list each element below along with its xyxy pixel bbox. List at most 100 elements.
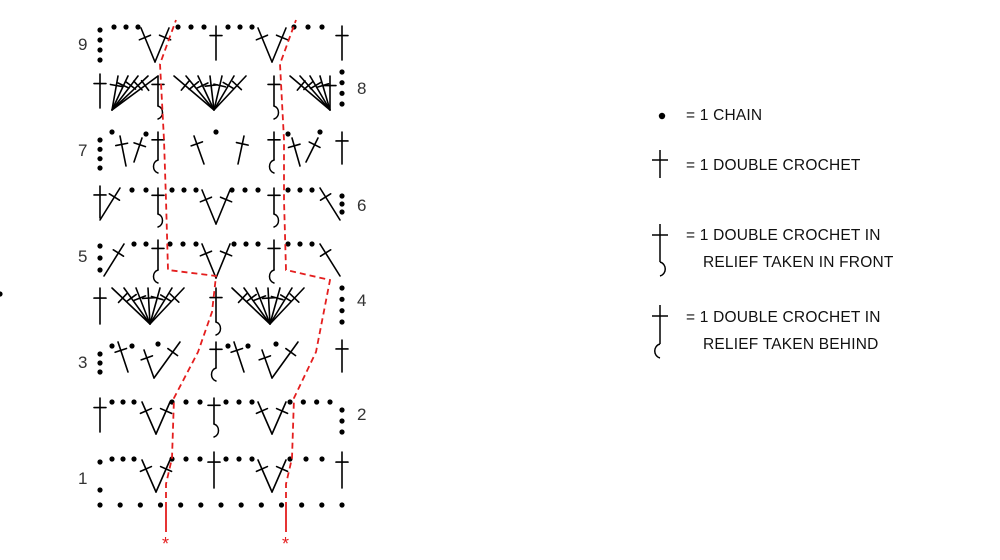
chain-stitch: [339, 296, 345, 302]
chain-stitch: [236, 399, 242, 405]
chain-stitch: [97, 137, 103, 143]
double-crochet-bar: [255, 34, 269, 41]
row-number-5: 5: [78, 247, 87, 266]
double-crochet-bar: [159, 407, 173, 415]
chain-stitch: [129, 343, 135, 349]
relief-front-hook: [157, 213, 164, 228]
row-number-2: 2: [357, 405, 366, 424]
chain-stitch: [143, 241, 149, 247]
legend-chain: = 1 CHAIN: [658, 107, 762, 124]
double-crochet-stitch: [271, 459, 287, 493]
double-crochet-stitch: [209, 75, 215, 111]
legend-relief-front-line1: = 1 DOUBLE CROCHET IN: [686, 227, 881, 244]
legend-relief-front: = 1 DOUBLE CROCHET IN RELIEF TAKEN IN FR…: [652, 224, 894, 277]
chain-stitch: [305, 24, 311, 30]
row-number-1: 1: [78, 469, 87, 488]
double-crochet-stitch: [271, 341, 299, 379]
double-crochet-bar: [117, 82, 130, 89]
relief-behind-hook: [152, 269, 159, 284]
double-crochet-stitch: [135, 287, 151, 325]
relief-front-hook: [213, 423, 220, 438]
chain-stitch: [97, 255, 103, 261]
double-crochet-bar: [140, 355, 154, 361]
chain-stitch: [201, 24, 207, 30]
chain-stitch: [218, 502, 224, 508]
double-crochet-stitch: [267, 287, 271, 325]
double-crochet-stitch: [257, 459, 273, 493]
chain-stitch: [243, 241, 249, 247]
chain-stitch: [169, 187, 175, 193]
relief-front-hook: [273, 213, 280, 228]
double-crochet-bar: [319, 248, 332, 257]
double-crochet-bar: [167, 347, 179, 357]
chain-stitch: [175, 24, 181, 30]
dot-icon: [658, 112, 666, 120]
chain-stitch: [278, 502, 285, 508]
chain-stitch: [109, 399, 115, 405]
double-crochet-bar: [245, 293, 257, 303]
chain-stitch: [97, 369, 103, 375]
double-crochet-bar: [309, 81, 322, 90]
chain-stitch: [180, 241, 186, 247]
legend-relief-behind-line2: RELIEF TAKEN BEHIND: [703, 336, 879, 353]
double-crochet-bar: [237, 292, 248, 304]
double-crochet-stitch: [257, 401, 273, 435]
double-crochet-stitch: [269, 287, 281, 325]
double-crochet-bar: [190, 141, 204, 147]
chain-stitch: [223, 456, 229, 462]
chain-stitch: [236, 456, 242, 462]
row-number-3: 3: [78, 353, 87, 372]
chain-stitch: [131, 241, 137, 247]
chain-stitch: [231, 241, 237, 247]
chain-stitch: [123, 24, 129, 30]
chain-stitch: [237, 24, 243, 30]
double-crochet-bar: [114, 347, 128, 354]
relief-behind-hook: [268, 159, 275, 174]
chain-stitch: [167, 241, 173, 247]
double-crochet-stitch: [173, 75, 215, 111]
double-crochet-stitch: [269, 287, 293, 325]
double-crochet-stitch: [319, 243, 341, 277]
double-crochet-stitch: [155, 401, 171, 435]
chain-stitch: [339, 193, 345, 199]
chain-stitch: [249, 24, 255, 30]
double-crochet-bar: [196, 82, 209, 89]
chain-stitch: [109, 129, 115, 135]
repeat-mark-left: *: [162, 534, 169, 554]
chain-stitch: [285, 131, 291, 137]
double-crochet-bar: [235, 141, 249, 146]
chain-stitch: [319, 502, 325, 508]
double-crochet-bar: [253, 295, 267, 302]
double-crochet-stitch: [193, 135, 205, 165]
chain-stitch: [97, 27, 103, 33]
chain-stitch: [97, 156, 103, 162]
double-crochet-stitch: [233, 341, 245, 373]
double-crochet-bar: [109, 83, 124, 88]
double-crochet-bar: [159, 465, 173, 473]
double-crochet-bar: [219, 250, 233, 257]
chain-stitch: [339, 101, 345, 107]
row-number-8: 8: [357, 79, 366, 98]
chain-stitch: [314, 399, 320, 405]
double-crochet-bar: [108, 192, 121, 201]
chain-stitch: [97, 360, 103, 366]
chain-stitch: [297, 187, 303, 193]
double-crochet-stitch: [117, 341, 129, 373]
chain-stitch: [188, 24, 194, 30]
double-crochet-bar: [125, 293, 137, 303]
double-crochet-bar: [213, 83, 227, 88]
double-crochet-bar: [261, 296, 276, 300]
double-crochet-bar: [133, 295, 147, 302]
double-crochet-bar: [159, 294, 172, 303]
double-crochet-bar: [258, 355, 272, 361]
chain-stitch: [157, 502, 164, 508]
chain-stitch: [339, 80, 345, 86]
chain-stitch: [300, 399, 306, 405]
double-crochet-stitch: [213, 75, 247, 111]
chain-stitch: [97, 165, 103, 171]
double-crochet-bar: [199, 250, 213, 257]
chain-stitch: [339, 285, 345, 291]
double-crochet-stitch: [119, 135, 127, 167]
double-crochet-bar: [303, 80, 314, 91]
chain-stitch: [255, 187, 261, 193]
